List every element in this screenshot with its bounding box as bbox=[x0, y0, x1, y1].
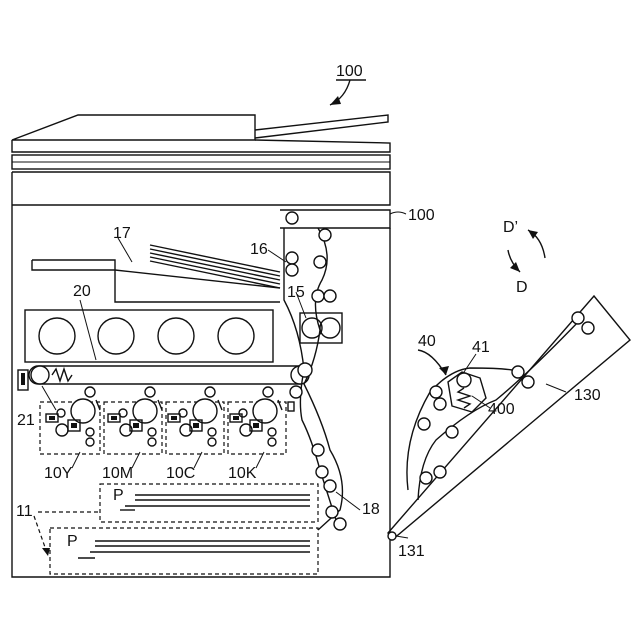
document-feeder bbox=[12, 115, 390, 169]
label-dir-down: D bbox=[516, 279, 528, 296]
label-dir-up: D’ bbox=[503, 219, 518, 236]
label-transfer-belt: 21 bbox=[17, 412, 35, 429]
paper-trays bbox=[50, 484, 318, 574]
label-paper-upper: P bbox=[113, 487, 124, 504]
label-unit-m: 10M bbox=[102, 465, 133, 482]
unit-10y bbox=[40, 399, 100, 454]
rotation-arrows bbox=[508, 230, 545, 272]
unit-10k bbox=[228, 399, 286, 454]
label-unit-k: 10K bbox=[228, 465, 257, 482]
label-hinge: 131 bbox=[398, 543, 425, 560]
label-option-unit: 40 bbox=[418, 333, 436, 350]
unit-10m bbox=[104, 399, 162, 454]
label-main-body: 100 bbox=[408, 207, 435, 224]
title-arrow bbox=[330, 80, 366, 105]
image-forming-units bbox=[40, 399, 286, 454]
label-fixing-roller: 16 bbox=[250, 241, 268, 258]
labels: 100 100 17 16 15 20 21 10Y 10M 10C 10K 1… bbox=[16, 63, 601, 560]
label-fixing-unit: 15 bbox=[287, 284, 305, 301]
label-output-tray: 17 bbox=[113, 225, 131, 242]
label-title-ref: 100 bbox=[336, 63, 363, 80]
label-paper-trays: 11 bbox=[16, 503, 33, 520]
label-paper-lower: P bbox=[67, 533, 78, 550]
label-conveyance: 18 bbox=[362, 501, 380, 518]
toner-bottles bbox=[25, 310, 273, 362]
output-tray bbox=[32, 245, 280, 302]
label-option-spring: 400 bbox=[488, 401, 515, 418]
option-unit bbox=[418, 350, 486, 412]
label-side-unit: 130 bbox=[574, 387, 601, 404]
label-unit-y: 10Y bbox=[44, 465, 73, 482]
unit-10c bbox=[166, 399, 224, 454]
label-toner-bottles: 20 bbox=[73, 283, 91, 300]
label-unit-c: 10C bbox=[166, 465, 195, 482]
label-option-roller: 41 bbox=[472, 339, 490, 356]
